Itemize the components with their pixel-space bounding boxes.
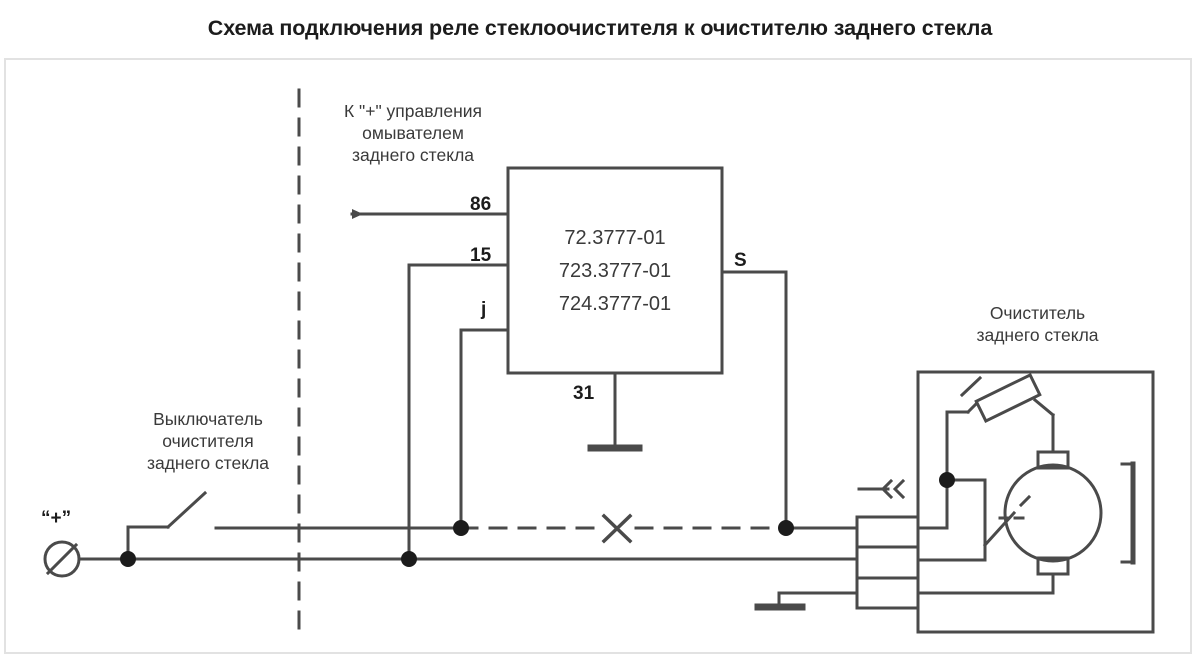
- rear-wiper-switch: [126, 490, 208, 561]
- wire-terminal-s: [720, 270, 788, 530]
- wiper-assembly-housing: [916, 370, 1155, 634]
- diagram-frame: [4, 58, 1192, 654]
- thermal-element-lead: [965, 401, 979, 415]
- wire-terminal-j: [459, 328, 510, 530]
- junction-dot-plus-switch: [120, 551, 136, 567]
- junction-dots: [120, 472, 955, 567]
- wire-terminal-31: [587, 371, 643, 452]
- washer-control-note: К "+" управления омывателем заднего стек…: [343, 101, 482, 165]
- page-title: Схема подключения реле стеклоочистителя …: [207, 16, 993, 40]
- junction-dot-terminal-15: [401, 551, 417, 567]
- junction-dot-terminal-s: [778, 520, 794, 536]
- connector-direction-marker: [857, 478, 906, 500]
- wire-connector-bottom-pin: [754, 591, 859, 611]
- wiper-internal-wiring: [916, 375, 1056, 595]
- relay-part-numbers: 72.3777-01 723.3777-01 724.3777-01: [558, 227, 672, 315]
- junction-dot-wiper-internal: [939, 472, 955, 488]
- wiper-mechanism-bracket: [1120, 461, 1136, 565]
- terminal-label-j: j: [481, 299, 487, 320]
- wiper-switch-label: Выключатель очистителя заднего стекла: [146, 409, 270, 473]
- wire-terminal-15: [407, 263, 510, 561]
- thermal-element: [974, 372, 1042, 424]
- wire-cut-x-mark: [601, 513, 633, 544]
- terminal-label-86: 86: [470, 194, 492, 215]
- plus-terminal-label: “+”: [41, 508, 72, 529]
- plus-source-terminal: [43, 540, 81, 578]
- terminal-label-15: 15: [470, 245, 492, 266]
- connector-block: [855, 515, 920, 610]
- terminal-label-31: 31: [573, 383, 595, 404]
- terminal-label-s: S: [734, 250, 747, 271]
- wiper-motor: [1003, 450, 1103, 576]
- junction-dot-terminal-j: [453, 520, 469, 536]
- rear-wiper-label: Очиститель заднего стекла: [976, 303, 1099, 345]
